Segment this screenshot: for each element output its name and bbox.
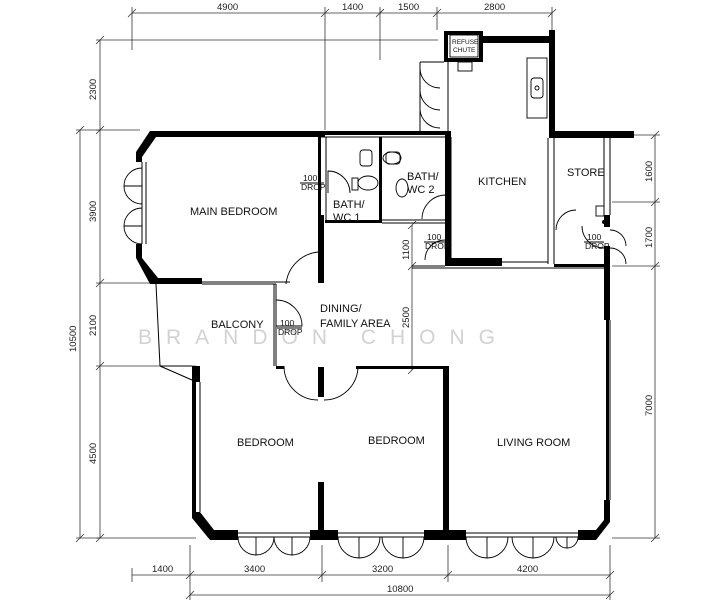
dim-right-3: 7000	[644, 395, 655, 416]
bedroom-2-label: BEDROOM	[368, 435, 425, 447]
drop-notes: 100 DROP 100 DROP 100 DROP 100 DROP	[277, 173, 610, 337]
dim-bottom-2: 3400	[244, 564, 265, 575]
dim-left-1: 2300	[88, 79, 99, 100]
dim-bottom-1: 1400	[152, 564, 173, 575]
drop-value: 100	[280, 318, 294, 328]
drop-label: DROP	[425, 241, 450, 251]
dim-inner-1: 1100	[401, 240, 412, 260]
thin-lines	[141, 61, 611, 538]
drop-value: 100	[303, 173, 317, 183]
dim-left-3: 2100	[88, 315, 99, 336]
dim-bottom-4: 4200	[517, 564, 538, 575]
living-room-label: LIVING ROOM	[497, 437, 570, 449]
dim-left-4: 4500	[88, 443, 99, 464]
dim-inner-2: 2500	[401, 307, 412, 328]
dim-top-1: 4900	[217, 2, 238, 13]
dimension-labels: 4900 1400 1500 2800 1400 3400 3200 4200 …	[68, 2, 655, 595]
store-label: STORE	[567, 167, 605, 179]
refuse-chute-label-line2: CHUTE	[453, 47, 476, 54]
drop-value: 100	[427, 232, 441, 242]
bath-2-label-line1: BATH/	[407, 171, 440, 183]
watermark: BRANDON CHONG	[138, 326, 509, 349]
dining-label-line1: DINING/	[320, 303, 363, 315]
bath-1-label-line1: BATH/	[333, 199, 366, 211]
door-swings	[123, 67, 627, 559]
bath-2-label-line2: WC 2	[407, 184, 435, 196]
drop-label: DROP	[585, 241, 610, 251]
dim-right-1: 1600	[644, 161, 655, 182]
dim-top-2: 1400	[342, 2, 363, 13]
walls	[136, 30, 634, 540]
dim-left-total: 10500	[68, 326, 79, 352]
dim-bottom-total: 10800	[387, 584, 413, 595]
dim-top-3: 1500	[398, 2, 419, 13]
kitchen-label: KITCHEN	[478, 176, 526, 188]
dimension-lines	[75, 7, 660, 600]
drop-value: 100	[587, 232, 601, 242]
bedroom-1-label: BEDROOM	[237, 437, 294, 449]
dim-left-2: 3900	[88, 201, 99, 222]
dim-right-2: 1700	[644, 227, 655, 248]
dim-bottom-3: 3200	[372, 564, 393, 575]
drop-label: DROP	[278, 327, 303, 337]
main-bedroom-label: MAIN BEDROOM	[190, 206, 277, 218]
dim-top-4: 2800	[484, 2, 505, 13]
fixtures	[351, 34, 606, 224]
room-labels: MAIN BEDROOM BALCONY DINING/ FAMILY AREA…	[190, 39, 605, 449]
bath-1-label-line2: WC 1	[333, 212, 361, 224]
balcony-label: BALCONY	[211, 319, 264, 331]
drop-label: DROP	[301, 182, 326, 192]
dining-label-line2: FAMILY AREA	[320, 318, 391, 330]
refuse-chute-label-line1: REFUSE	[452, 39, 479, 46]
